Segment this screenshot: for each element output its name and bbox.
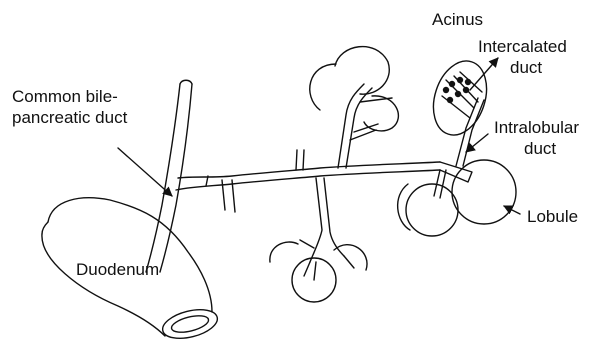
common-duct xyxy=(146,80,192,272)
common-duct-pointer xyxy=(118,148,172,196)
intercalated-duct-label: Intercalated duct xyxy=(478,36,567,78)
acinus-label: Acinus xyxy=(432,9,483,30)
intralobular-duct-label-line1: Intralobular xyxy=(494,117,579,138)
lower-lobules xyxy=(270,242,367,302)
intercalated-duct-label-line1: Intercalated xyxy=(478,36,567,57)
intralobular-duct-label: Intralobular duct xyxy=(494,117,579,159)
right-branch xyxy=(434,98,484,198)
duodenum-label: Duodenum xyxy=(76,259,159,280)
common-duct-label: Common bile- pancreatic duct xyxy=(12,86,127,128)
intralobular-duct-label-line2: duct xyxy=(494,138,579,159)
common-duct-label-line1: Common bile- xyxy=(12,86,127,107)
lower-branch xyxy=(300,178,354,280)
lobule-label: Lobule xyxy=(527,206,578,227)
common-duct-label-line2: pancreatic duct xyxy=(12,107,127,128)
intercalated-duct-label-line2: duct xyxy=(478,57,567,78)
